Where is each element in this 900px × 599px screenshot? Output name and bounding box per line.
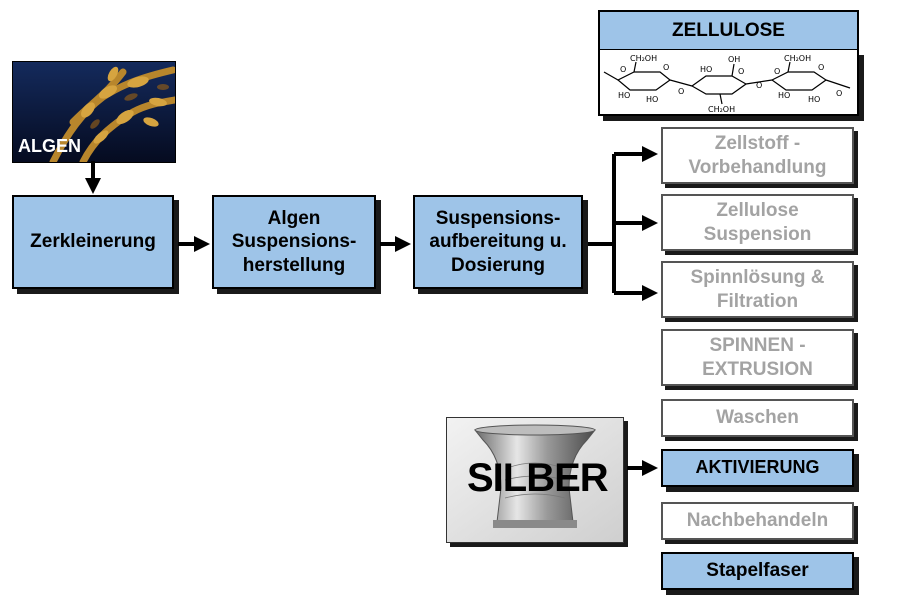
o-label-1: O	[663, 63, 669, 72]
o-label-2: O	[620, 65, 626, 74]
nachbehandeln-box: Nachbehandeln	[661, 502, 854, 540]
o-label-5: O	[756, 81, 762, 90]
cellulose-formula-image: CH₂OH O O HO HO O HO OH O CH₂OH O CH₂OH …	[603, 54, 851, 114]
ho-label-2: HO	[646, 95, 658, 104]
o-label-3: O	[678, 87, 684, 96]
seaweed-image	[13, 62, 175, 162]
o-label-4: O	[738, 67, 744, 76]
o-label-8: O	[836, 89, 842, 98]
ho-label-4: HO	[778, 91, 790, 100]
vorbehandlung-box: Zellstoff - Vorbehandlung	[661, 127, 854, 184]
o-label-6: O	[818, 63, 824, 72]
o-label-7: O	[774, 67, 780, 76]
ch2oh-label-3: CH₂OH	[784, 54, 811, 63]
spinnloesung-box: Spinnlösung & Filtration	[661, 261, 854, 318]
oh-label-1: OH	[728, 55, 740, 64]
aktivierung-box: AKTIVIERUNG	[661, 449, 854, 487]
zellulose-header: ZELLULOSE	[598, 10, 859, 51]
silver-cup-image	[447, 418, 623, 542]
waschen-box: Waschen	[661, 399, 854, 437]
ho-label-3: HO	[700, 65, 712, 74]
silver-photo: SILBER	[446, 417, 624, 543]
ch2oh-label-2: CH₂OH	[708, 105, 735, 114]
suspensionsherstellung-box: Algen Suspensions- herstellung	[212, 195, 376, 289]
ho-label-1: HO	[618, 91, 630, 100]
cellulose-structure: CH₂OH O O HO HO O HO OH O CH₂OH O CH₂OH …	[598, 50, 859, 116]
stapelfaser-box: Stapelfaser	[661, 552, 854, 590]
spinnen-box: SPINNEN - EXTRUSION	[661, 329, 854, 386]
zellulose-suspension-box: Zellulose Suspension	[661, 194, 854, 251]
aufbereitung-box: Suspensions- aufbereitung u. Dosierung	[413, 195, 583, 289]
algae-label: ALGEN	[18, 136, 81, 156]
silver-label: SILBER	[467, 456, 609, 500]
zerkleinerung-box: Zerkleinerung	[12, 195, 174, 289]
algae-photo: ALGEN	[12, 61, 176, 163]
ch2oh-label-1: CH₂OH	[630, 54, 657, 63]
ho-label-5: HO	[808, 95, 820, 104]
